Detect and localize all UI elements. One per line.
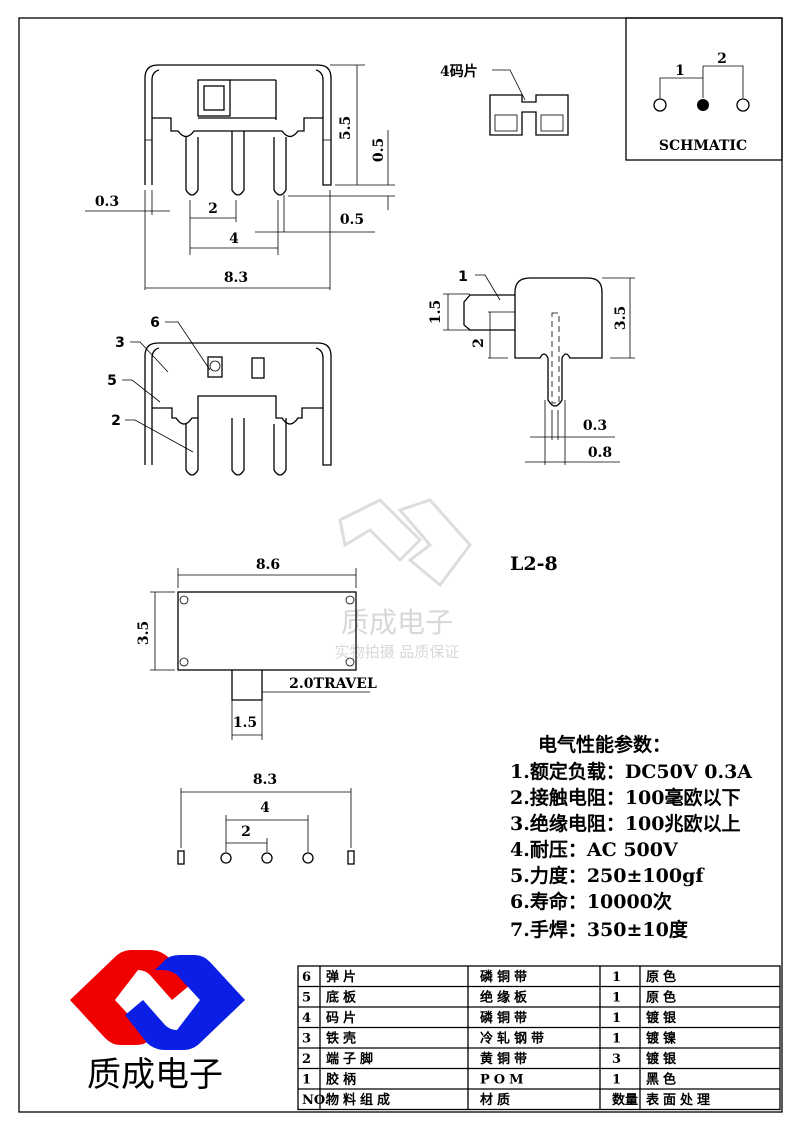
bom-cell: 1: [612, 970, 625, 985]
top-view: 8.6 3.5 2.0TRAVEL 1.5 L2-8: [136, 553, 558, 740]
callout-3: 3: [115, 335, 125, 351]
bom-cell: 镀镍: [646, 1031, 680, 1047]
rear-view: 6 3 5 2: [107, 315, 332, 476]
side-view: 1 1.5 2 3.5 0.3 0.8: [428, 269, 635, 465]
dim-top-lever: 1.5: [233, 715, 257, 731]
bom-cell: 黄铜带: [480, 1051, 531, 1067]
dim-pin-width: 0.3: [95, 194, 119, 210]
sheet-border: [18, 17, 783, 1113]
dim-pin-thk: 0.3: [583, 418, 607, 434]
bom-header-cell: 材质: [480, 1092, 514, 1108]
dim-fp-2: 2: [241, 824, 251, 840]
bom-cell: 1: [302, 1073, 315, 1088]
dim-lever-pos: 2: [471, 338, 487, 348]
side-callout-1: 1: [458, 269, 468, 285]
bom-cell: 端子脚: [326, 1051, 377, 1067]
electrical-specs: 电气性能参数： 1.额定负载：DC50V 0.3A 2.接触电阻：100毫欧以下…: [510, 733, 752, 941]
dim-pin-thickness: 0.5: [340, 212, 364, 228]
schematic-title: SCHMATIC: [659, 138, 747, 154]
bom-cell: 镀银: [646, 1051, 680, 1067]
bom-cell: POM: [480, 1073, 528, 1088]
spec-item: 7.手焊：350±10度: [510, 918, 689, 941]
dim-pin-w: 0.8: [588, 445, 612, 461]
bom-cell: 1: [612, 1011, 625, 1026]
watermark-name: 质成电子: [341, 606, 453, 639]
bom-frame: [297, 965, 781, 1111]
dim-length: 8.6: [256, 557, 280, 573]
dim-lever: 1.5: [428, 300, 444, 324]
spec-item: 3.绝缘电阻：100兆欧以上: [510, 812, 741, 835]
bom-header-cell: NO.: [302, 1093, 329, 1108]
bom-cell: 5: [302, 991, 315, 1006]
bom-cell: 黑色: [646, 1072, 680, 1088]
bom-cell: 绝缘板: [480, 990, 531, 1006]
bom-cell: 铁壳: [325, 1031, 360, 1047]
bom-cell: 弹片: [326, 969, 360, 985]
callout-5: 5: [107, 373, 117, 389]
bom-cell: 6: [302, 970, 315, 985]
bom-cell: 磷铜带: [480, 969, 531, 985]
bom-cell: 2: [302, 1052, 315, 1067]
watermark-slogan: 实物拍摄 品质保证: [335, 643, 460, 661]
bom-cell: 冷轧钢带: [480, 1031, 548, 1047]
logo-name: 质成电子: [87, 1055, 223, 1095]
spec-item: 2.接触电阻：100毫欧以下: [510, 786, 741, 809]
bom-cell: 1: [612, 1073, 625, 1088]
dim-pitch: 2: [208, 201, 218, 217]
company-logo: 质成电子: [70, 950, 245, 1095]
schematic: 1 2 SCHMATIC: [625, 17, 783, 161]
bom-cell: 1: [612, 1032, 625, 1047]
bom-cell: 1: [612, 991, 625, 1006]
part4-label: 4码片: [440, 63, 478, 80]
schematic-pin1: 1: [675, 63, 685, 79]
callout-2: 2: [111, 413, 121, 429]
bom-header-cell: 数量: [612, 1092, 638, 1108]
schematic-pin2: 2: [717, 51, 727, 67]
contact-piece-view: 4码片: [440, 63, 569, 136]
spec-item: 5.力度：250±100gf: [510, 864, 705, 887]
dim-height: 5.5: [338, 116, 354, 140]
callout-6: 6: [150, 315, 160, 331]
bom-cell: 原色: [646, 969, 680, 985]
spec-item: 4.耐压：AC 500V: [510, 839, 679, 861]
dim-width: 8.3: [224, 270, 248, 286]
specs-title: 电气性能参数：: [538, 733, 671, 756]
bom-cell: 磷铜带: [480, 1010, 531, 1026]
dim-shell-offset: 0.5: [371, 138, 387, 162]
bom-cell: 胶柄: [326, 1072, 360, 1088]
bom-cell: 3: [302, 1032, 315, 1047]
dim-side-height: 3.5: [613, 306, 629, 330]
spec-item: 6.寿命：10000次: [510, 890, 672, 913]
bom-header-cell: 表面处理: [645, 1092, 714, 1108]
dim-fp-total: 8.3: [253, 772, 277, 788]
dim-fp-4: 4: [260, 800, 270, 816]
watermark: 质成电子 实物拍摄 品质保证: [335, 498, 472, 661]
part-number: L2-8: [510, 553, 558, 575]
bom-cell: 3: [612, 1052, 625, 1067]
dim-pitch-total: 4: [229, 231, 239, 247]
bom-cell: 底板: [326, 990, 360, 1006]
bom-header-cell: 物料组成: [326, 1092, 394, 1108]
dim-travel: 2.0TRAVEL: [289, 676, 377, 692]
bom-cell: 原色: [646, 990, 680, 1006]
bom-cell: 4: [302, 1011, 315, 1026]
front-view: 0.3 2 4 8.3 0.5 5.5 0.5: [85, 64, 395, 290]
spec-item: 1.额定负载：DC50V 0.3A: [510, 760, 752, 783]
bom-cell: 码片: [326, 1010, 360, 1026]
dim-top-width: 3.5: [136, 621, 152, 645]
pcb-footprint: 8.3 4 2: [177, 772, 355, 865]
bom-cell: 镀银: [646, 1010, 680, 1026]
